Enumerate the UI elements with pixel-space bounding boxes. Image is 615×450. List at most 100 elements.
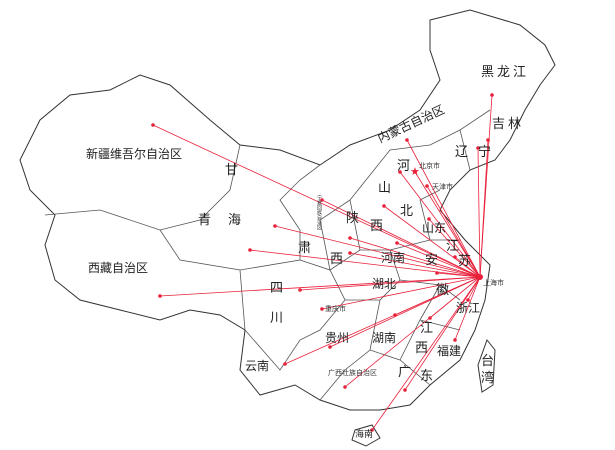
province-label: 贵州 (325, 331, 350, 345)
region-label-guangxi: 广西壮族自治区 (328, 369, 377, 377)
province-label: 西 (370, 219, 387, 234)
route-line-14 (428, 218, 481, 278)
province-label: 黑龙江 (481, 65, 530, 80)
city-label-tianjin: 天津市 (432, 183, 453, 191)
route-line-28 (467, 276, 481, 301)
province-label: 台 (481, 354, 498, 369)
destination-dot (425, 184, 429, 188)
province-label: 山东 (422, 221, 447, 235)
province-label: 东 (420, 369, 437, 384)
route-line-17 (349, 252, 481, 278)
province-label: 江 (446, 239, 463, 254)
route-line-8 (414, 171, 481, 278)
destination-dot (283, 362, 287, 366)
province-label: 西 (415, 341, 432, 356)
hub-dot-shanghai (477, 274, 483, 280)
destination-dot (453, 338, 457, 342)
province-label: 川 (270, 311, 287, 326)
destination-dot (490, 93, 494, 97)
route-line-19 (321, 276, 481, 310)
province-label: 江 (420, 321, 437, 336)
province-label: 湖南 (372, 331, 397, 345)
route-line-15 (454, 256, 481, 278)
route-line-23 (404, 276, 481, 391)
destination-dot (348, 236, 352, 240)
route-line-25 (394, 276, 481, 316)
taiwan-border (477, 338, 496, 393)
province-label: 苏 (458, 254, 475, 269)
province-label: 安 (425, 253, 442, 268)
route-line-6 (479, 139, 489, 278)
destination-dot (298, 288, 302, 292)
province-label: 肃 (298, 241, 315, 256)
route-line-4 (406, 139, 481, 278)
route-line-7 (477, 147, 481, 278)
city-label-shanghai: 上海市 (483, 279, 504, 287)
destination-dot (343, 385, 347, 389)
province-label: 辽 (455, 145, 472, 160)
province-label: 宁 (478, 145, 495, 160)
destination-dot (393, 313, 397, 317)
destination-dot (453, 255, 457, 259)
destination-dot (486, 138, 490, 142)
capital-star-icon: ★ (410, 165, 420, 178)
province-label: 海 (228, 213, 245, 228)
destination-dot (427, 217, 431, 221)
route-line-13 (396, 242, 481, 278)
destination-dot (413, 170, 417, 174)
province-borders (44, 109, 491, 401)
destination-dot (382, 204, 386, 208)
route-line-11 (383, 205, 481, 278)
route-line-12 (349, 237, 481, 278)
province-label: 四 (270, 281, 287, 296)
province-label: 吉林 (492, 117, 525, 132)
destination-dot (158, 294, 162, 298)
province-label: 海南 (355, 430, 374, 440)
city-label-chongqing: 重庆市 (325, 305, 346, 313)
province-label: 云南 (245, 359, 270, 373)
province-label: 山 (378, 181, 395, 196)
province-label: 青 (198, 213, 215, 228)
destination-dot (370, 428, 374, 432)
route-line-29 (249, 249, 481, 278)
route-line-18 (299, 276, 481, 291)
province-label: 湖北 (372, 277, 397, 291)
destination-dot (428, 316, 432, 320)
destination-dot (348, 251, 352, 255)
province-label: 福建 (437, 344, 462, 358)
route-line-26 (429, 276, 481, 319)
destination-dot (466, 298, 470, 302)
region-label-ningxia: 宁夏回族自治区 (316, 195, 322, 230)
province-label: 徽 (436, 283, 453, 298)
route-line-27 (454, 276, 481, 341)
destination-dot (248, 248, 252, 252)
route-line-20 (329, 276, 481, 348)
province-label: 浙江 (456, 301, 481, 315)
province-label: 河南 (381, 251, 406, 265)
routes-layer (151, 93, 494, 432)
destination-dot (403, 388, 407, 392)
route-line-0 (152, 124, 481, 278)
province-label: 新疆维吾尔自治区 (86, 147, 183, 161)
destination-dot (320, 307, 324, 311)
destination-dot (320, 198, 324, 202)
destination-dot (273, 224, 277, 228)
province-label: 陕 (346, 211, 363, 226)
route-line-1 (159, 276, 481, 297)
city-label-beijing: 北京市 (419, 162, 440, 170)
destination-dot (151, 123, 155, 127)
destination-dot (398, 170, 402, 174)
province-label: 河 (397, 159, 414, 174)
province-label: 湾 (481, 371, 498, 386)
province-label: 西 (330, 252, 347, 267)
province-label: 甘 (225, 163, 242, 178)
destination-dot (405, 138, 409, 142)
destination-dot (395, 241, 399, 245)
route-line-2 (274, 225, 481, 278)
hainan-border (351, 424, 381, 447)
destination-dot (476, 146, 480, 150)
destination-dot (328, 345, 332, 349)
route-line-9 (426, 185, 481, 278)
route-line-10 (399, 171, 481, 278)
